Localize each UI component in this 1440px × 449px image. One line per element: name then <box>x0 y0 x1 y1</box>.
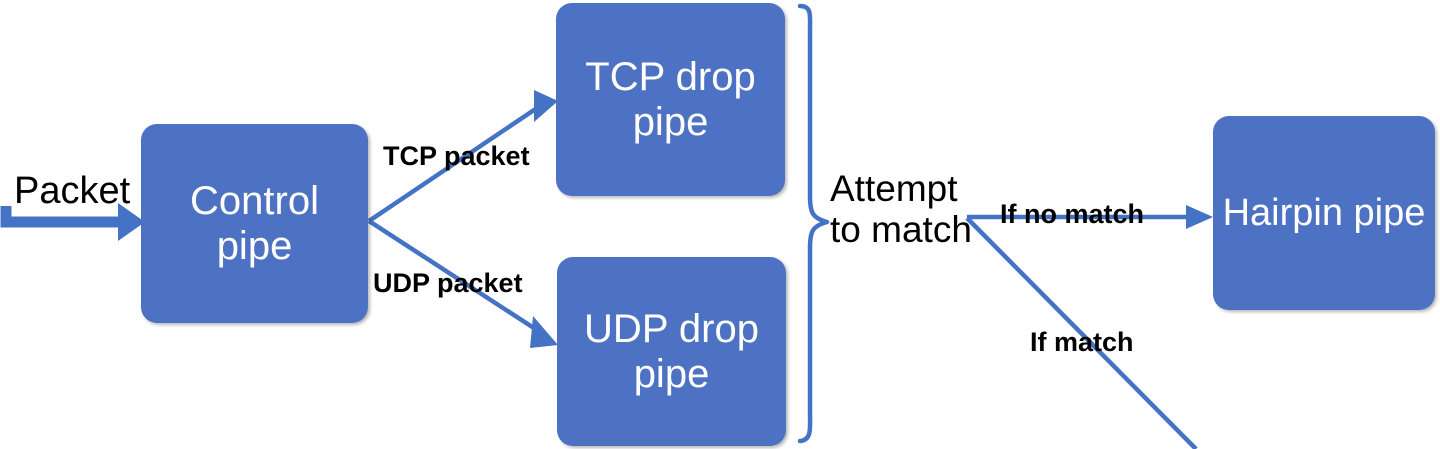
edge-label-udp-packet: UDP packet <box>373 268 523 298</box>
control-to-udp-drop-arrow <box>367 219 558 348</box>
drop-pipes-brace <box>797 3 830 444</box>
node-tcp-drop-pipe[interactable]: TCP drop pipe <box>556 3 785 196</box>
node-control-pipe[interactable]: Control pipe <box>141 124 368 323</box>
edge-label-if-no-match: If no match <box>1000 199 1145 229</box>
node-tcp-drop-pipe-label: TCP drop pipe <box>585 54 756 144</box>
packet-in-arrow <box>0 203 145 241</box>
node-hairpin-pipe[interactable]: Hairpin pipe <box>1213 116 1435 310</box>
node-udp-drop-pipe[interactable]: UDP drop pipe <box>557 257 786 446</box>
edge-label-if-match: If match <box>1030 327 1134 357</box>
edge-label-tcp-packet: TCP packet <box>383 141 530 171</box>
group-label-attempt-to-match: Attempt to match <box>830 168 972 251</box>
edge-label-packet: Packet <box>14 170 131 212</box>
match-to-hairpin-arrow <box>967 205 1213 229</box>
node-udp-drop-pipe-label: UDP drop pipe <box>584 306 759 396</box>
node-control-pipe-label: Control pipe <box>190 178 319 268</box>
control-to-tcp-drop-arrow <box>367 90 558 223</box>
node-hairpin-pipe-label: Hairpin pipe <box>1222 191 1426 234</box>
match-branch-down-line <box>965 216 1198 449</box>
